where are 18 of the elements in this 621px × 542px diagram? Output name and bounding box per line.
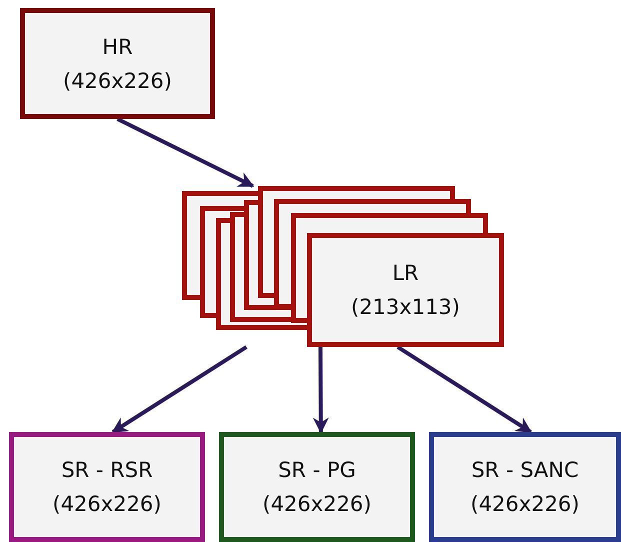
- box-title: SR - PG: [278, 457, 356, 484]
- box-title: HR: [102, 34, 133, 60]
- size-label: (213x113): [351, 294, 460, 321]
- box-title: SR - RSR: [61, 457, 153, 484]
- process-box: [219, 432, 415, 542]
- process-box: [20, 8, 215, 119]
- arrow: [396, 345, 532, 434]
- arrow: [116, 117, 254, 188]
- size-label: (426x226): [262, 491, 372, 518]
- box-title: SR - SANC: [471, 457, 579, 484]
- process-box: [429, 432, 621, 542]
- process-box: [9, 432, 205, 542]
- size-label: (426x226): [470, 491, 580, 518]
- arrow: [312, 346, 329, 434]
- box-title: LR: [392, 260, 419, 287]
- size-label: (426x226): [52, 491, 162, 518]
- arrow: [112, 345, 248, 434]
- size-label: (426x226): [63, 68, 172, 94]
